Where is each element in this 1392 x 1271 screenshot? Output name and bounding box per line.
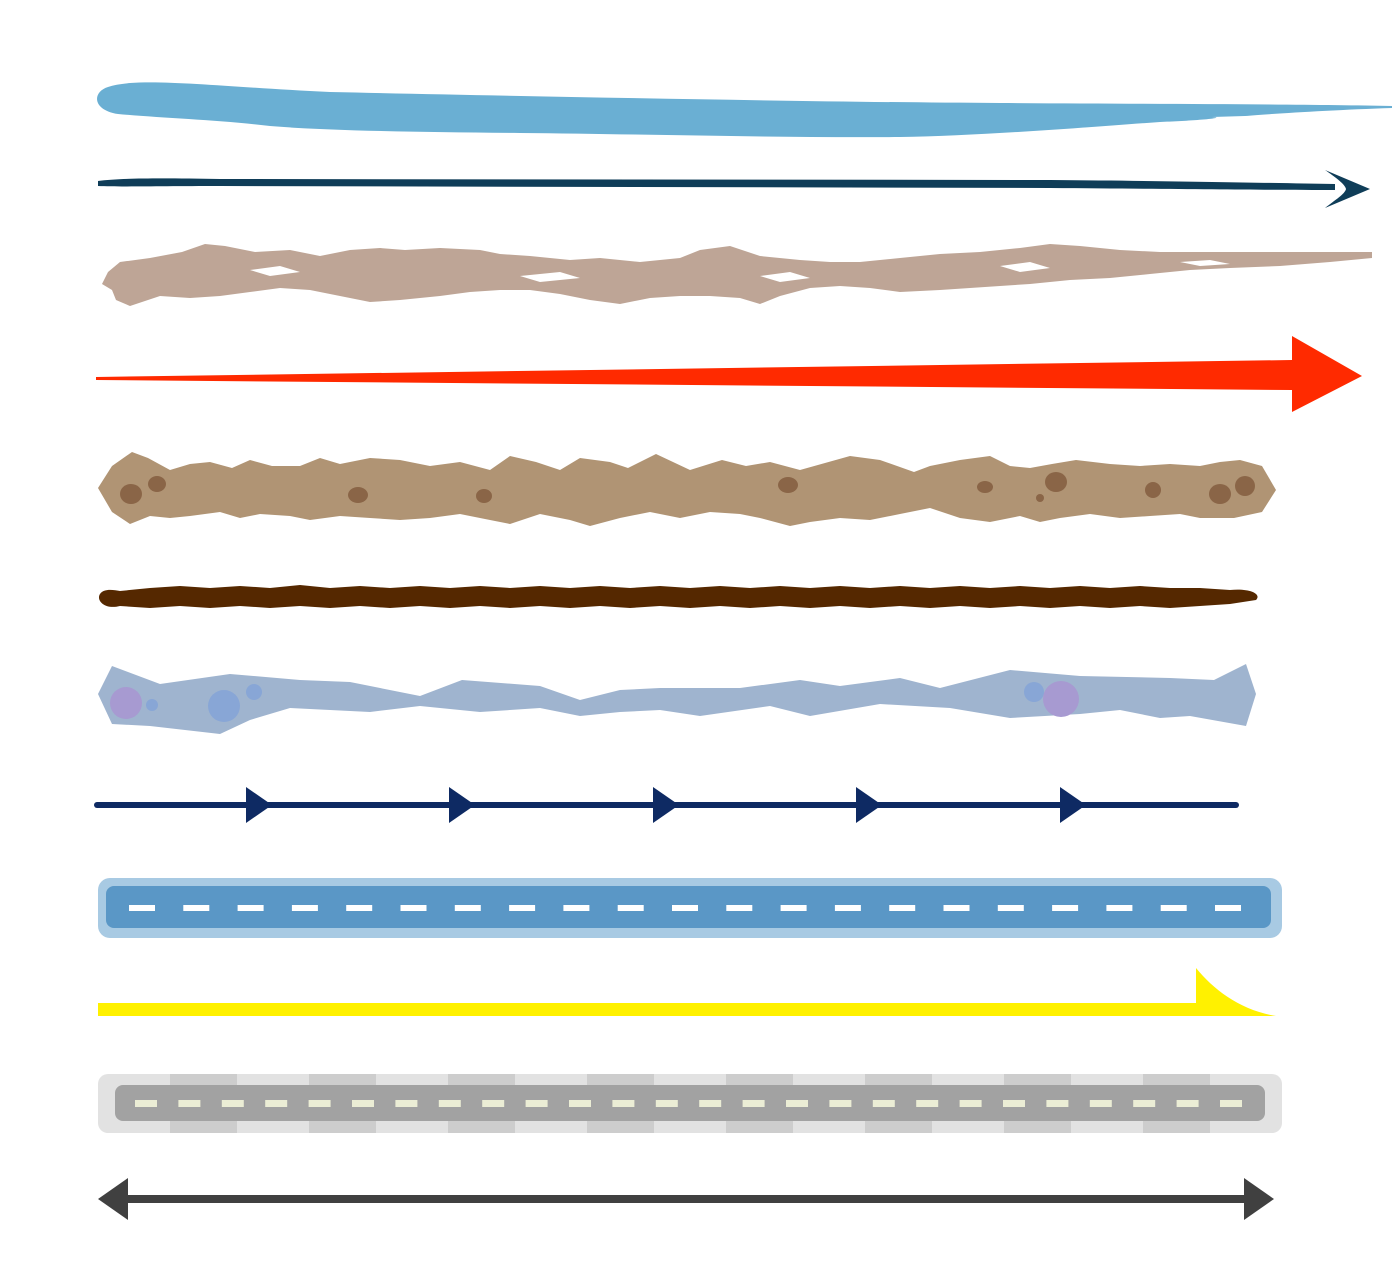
navy-chevron-arrowhead [449, 787, 475, 823]
blue-road-center-dashes [129, 905, 1241, 911]
blue-road-dash [1052, 905, 1079, 911]
grey-road-dash [1003, 1100, 1025, 1107]
navy-chevron-arrowhead [1060, 787, 1086, 823]
blue-road-dash [943, 905, 970, 911]
navy-chevron-arrow-line [94, 787, 1239, 823]
blue-road-dash [237, 905, 264, 911]
grey-road-dash [786, 1100, 808, 1107]
blue-road-dash [834, 905, 861, 911]
red-tapered-arrow [96, 336, 1362, 412]
brown-cobble-band [98, 452, 1276, 526]
blue-road-dash [1106, 905, 1133, 911]
navy-chevron-arrowhead [246, 787, 272, 823]
blue-road-dash [780, 905, 807, 911]
navy-chevron-arrowhead [653, 787, 679, 823]
double-arrow-right-head [1244, 1178, 1274, 1220]
grey-road-center-dashes [135, 1100, 1242, 1107]
grey-road-surface [115, 1085, 1265, 1121]
grey-road-dash [525, 1100, 548, 1107]
dark-teal-curved-arrow [98, 170, 1370, 208]
grey-road-dash [482, 1100, 505, 1107]
grey-road-dash [1133, 1100, 1156, 1107]
blue-road-dash [1160, 905, 1187, 911]
blue-road-dash [563, 905, 590, 911]
grey-road-dashed [98, 1074, 1282, 1133]
dark-teal-arrow-head [1325, 170, 1370, 208]
grey-road-dash [569, 1100, 591, 1107]
blue-road-dash [889, 905, 916, 911]
red-tapered-arrow-shape [96, 336, 1362, 412]
blue-road-dash [509, 905, 536, 911]
grey-road-dash [1176, 1100, 1199, 1107]
brown-cobble-spots [120, 472, 1255, 504]
grey-road-dash [829, 1100, 852, 1107]
grey-road-dash [959, 1100, 982, 1107]
grey-road-dash [742, 1100, 765, 1107]
double-arrow-left-head [98, 1178, 128, 1220]
grey-road-dash [178, 1100, 201, 1107]
blue-road-dash [617, 905, 644, 911]
grey-road-dash [395, 1100, 418, 1107]
double-headed-arrow [98, 1178, 1274, 1220]
blue-road-dash [183, 905, 210, 911]
grey-road-dash [1046, 1100, 1069, 1107]
yellow-hook-arrow [98, 968, 1276, 1016]
tan-rough-brush-shape [102, 244, 1372, 306]
tan-brush-gaps [250, 260, 1230, 282]
blue-road-dash [1215, 905, 1241, 911]
grey-road-dash [352, 1100, 374, 1107]
blue-road-dash [291, 905, 318, 911]
sky-blue-brush-stroke-shape [97, 82, 1392, 138]
grey-road-dash [872, 1100, 895, 1107]
dark-brown-rope-shape [98, 585, 1258, 608]
dark-teal-arrow-shaft [98, 178, 1335, 190]
grey-road-dash [612, 1100, 635, 1107]
brown-cobble-shape [98, 452, 1276, 526]
grey-road-dash [265, 1100, 288, 1107]
water-blue-band-shape [98, 664, 1256, 734]
grey-road-dash [221, 1100, 244, 1107]
navy-chevron-arrowhead [856, 787, 882, 823]
grey-road-dash [1089, 1100, 1112, 1107]
blue-road-dash [400, 905, 427, 911]
blue-road-dash [997, 905, 1024, 911]
blue-road-dashed [98, 878, 1282, 938]
blue-road-dash [672, 905, 698, 911]
grey-road-dash [1220, 1100, 1242, 1107]
water-bubbles [110, 681, 1079, 722]
sky-blue-brush-stroke [97, 82, 1392, 138]
grey-road-dash [135, 1100, 157, 1107]
grey-road-dash [308, 1100, 331, 1107]
yellow-hook-arrow-shape [98, 968, 1276, 1016]
blue-road-dash [454, 905, 481, 911]
blue-road-dash [726, 905, 753, 911]
tan-rough-brush-stroke [102, 244, 1372, 306]
dark-brown-rope [98, 585, 1258, 608]
water-blue-wavy-band [98, 664, 1256, 734]
grey-road-dash [438, 1100, 461, 1107]
grey-road-dash [699, 1100, 722, 1107]
grey-road-dash [655, 1100, 678, 1107]
grey-road-dash [916, 1100, 939, 1107]
blue-road-dash [346, 905, 373, 911]
blue-road-dash [129, 905, 155, 911]
